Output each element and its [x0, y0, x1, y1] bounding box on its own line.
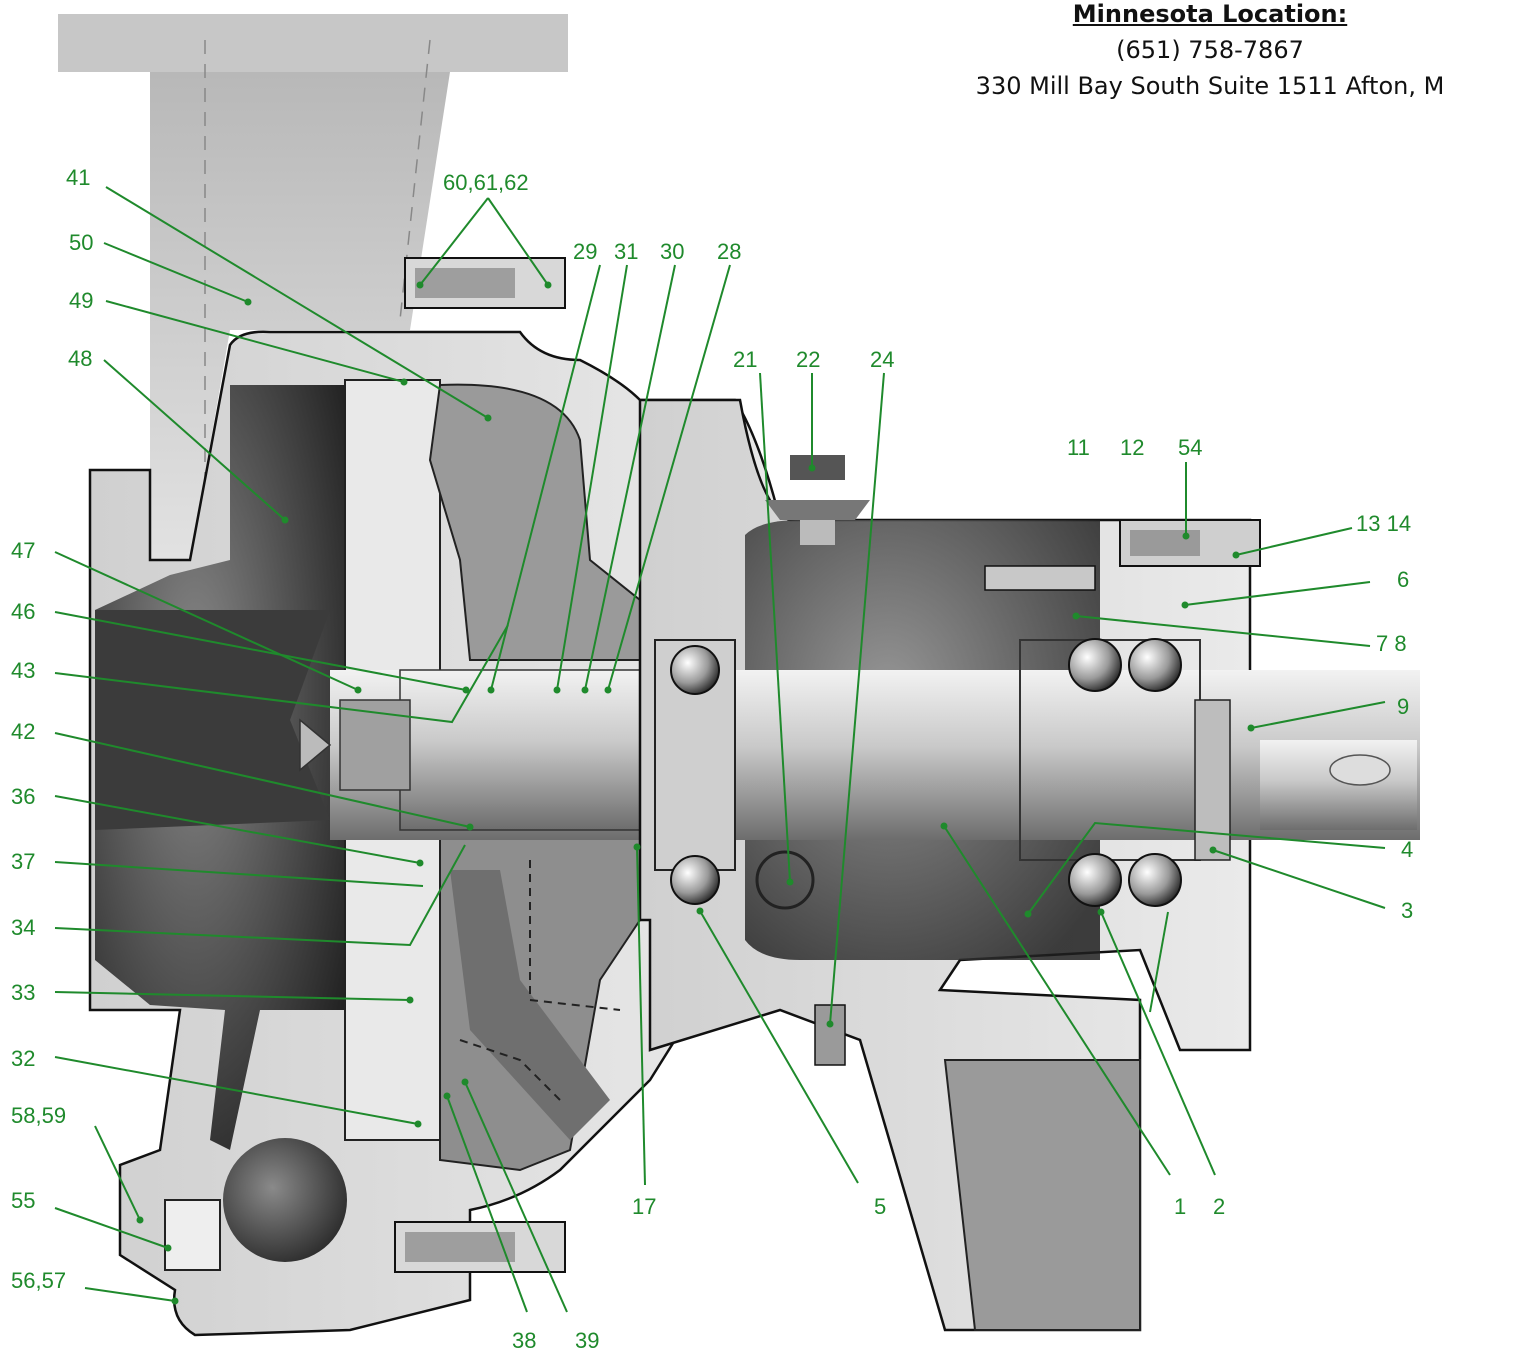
shaft-extension	[1240, 740, 1417, 830]
callout-30: 30	[660, 239, 684, 264]
callout-28: 28	[717, 239, 741, 264]
location-title: Minnesota Location:	[1072, 0, 1348, 28]
frame-bolt	[1119, 519, 1261, 567]
callout-55: 55	[11, 1188, 35, 1213]
callout-24: 24	[870, 347, 894, 372]
leader-dots	[136, 281, 1255, 1305]
pump-illustration	[58, 14, 1420, 1337]
shaft-sleeve	[399, 669, 661, 831]
discharge-flange	[58, 14, 568, 72]
volute-section	[223, 1138, 347, 1262]
callout-5: 5	[874, 1194, 886, 1219]
callout-43: 43	[11, 658, 35, 683]
callout-48: 48	[68, 346, 92, 371]
callout-labels: 41 50 49 48 47 46 43 42 36 37 34 33 32 5…	[11, 165, 1413, 1353]
callout-56-57: 56,57	[11, 1268, 66, 1293]
keyway	[1329, 754, 1391, 786]
location-address: 330 Mill Bay South Suite 1511 Afton, M	[975, 72, 1445, 100]
impeller-eye	[95, 610, 330, 830]
callout-12: 12	[1120, 435, 1144, 460]
callout-47: 47	[11, 538, 35, 563]
location-phone: (651) 758-7867	[1116, 36, 1304, 64]
callout-50: 50	[69, 230, 93, 255]
frame-foot	[943, 1059, 1141, 1331]
callout-17: 17	[632, 1194, 656, 1219]
oil-ring	[755, 850, 815, 910]
callout-33: 33	[11, 980, 35, 1005]
callout-9: 9	[1397, 694, 1409, 719]
callout-1: 1	[1174, 1194, 1186, 1219]
callout-36: 36	[11, 784, 35, 809]
callout-37: 37	[11, 849, 35, 874]
callout-21: 21	[733, 347, 757, 372]
callout-31: 31	[614, 239, 638, 264]
callout-2: 2	[1213, 1194, 1225, 1219]
inboard-bearing	[654, 639, 736, 905]
seal-housing	[428, 383, 652, 661]
callout-6: 6	[1397, 567, 1409, 592]
outboard-bearing	[1068, 638, 1182, 907]
callout-41: 41	[66, 165, 90, 190]
callout-58-59: 58,59	[11, 1103, 66, 1128]
callout-11: 11	[1067, 435, 1090, 460]
callout-29: 29	[573, 239, 597, 264]
callout-46: 46	[11, 599, 35, 624]
cap-screw	[984, 565, 1096, 591]
callout-39: 39	[575, 1328, 599, 1353]
callout-22: 22	[796, 347, 820, 372]
flush-pipe	[450, 870, 610, 1140]
callout-60-61-62: 60,61,62	[443, 170, 529, 195]
discharge-nozzle	[150, 72, 450, 560]
callout-34: 34	[11, 915, 35, 940]
callout-49: 49	[69, 288, 93, 313]
callout-13-14: 13 14	[1356, 511, 1411, 536]
casing-bolt-bottom	[394, 1221, 566, 1273]
casing-bolt-top	[404, 257, 566, 309]
bearing-locknut	[1194, 699, 1231, 861]
pump-cross-section-diagram: 41 50 49 48 47 46 43 42 36 37 34 33 32 5…	[11, 14, 1420, 1353]
callout-42: 42	[11, 719, 35, 744]
callout-32: 32	[11, 1046, 35, 1071]
casing-drain-plug	[164, 1199, 221, 1271]
callout-3: 3	[1401, 898, 1413, 923]
callout-54: 54	[1178, 435, 1202, 460]
callout-38: 38	[512, 1328, 536, 1353]
callout-7-8: 7 8	[1376, 631, 1407, 656]
constant-level-oiler	[765, 455, 870, 545]
leader-lines	[54, 186, 1386, 1313]
callout-4: 4	[1401, 837, 1413, 862]
